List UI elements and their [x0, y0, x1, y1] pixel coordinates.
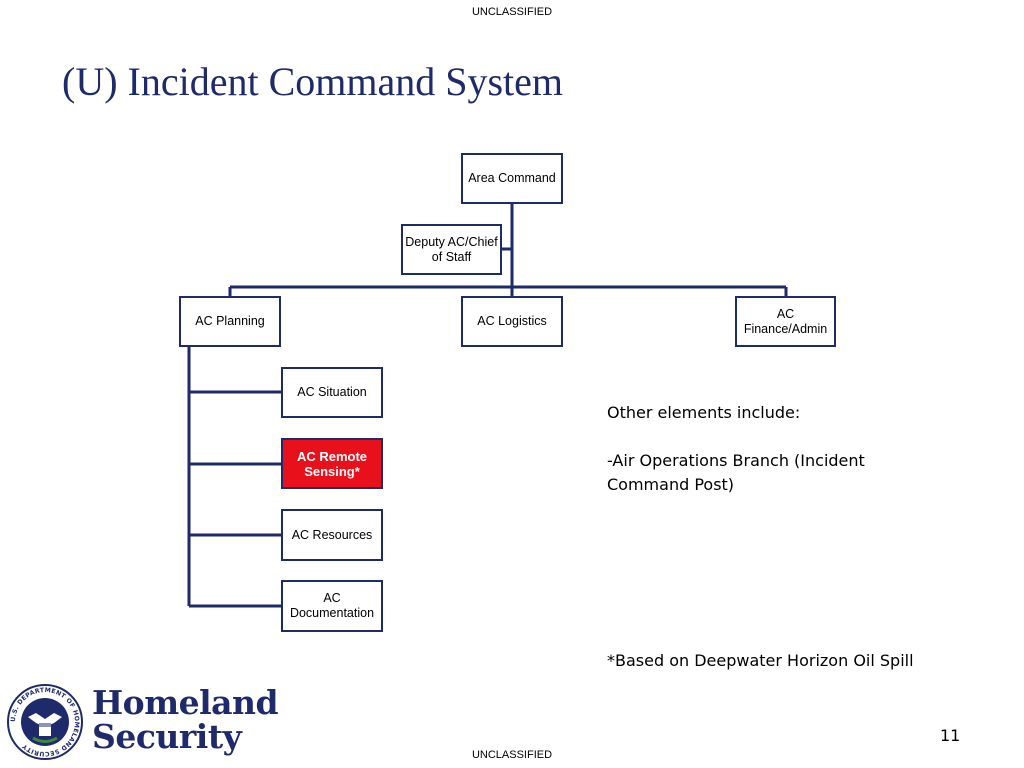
classification-top: UNCLASSIFIED	[471, 6, 553, 18]
ac-planning-box: AC Planning	[179, 296, 281, 347]
ac-resources-box: AC Resources	[281, 509, 383, 561]
notes-heading: Other elements include:	[607, 403, 801, 422]
wordmark-line-1: Homeland	[92, 683, 279, 722]
notes-item: -Air Operations Branch (Incident Command…	[607, 451, 865, 494]
area-command-box: Area Command	[461, 153, 563, 204]
slide-title: (U) Incident Command System	[62, 59, 564, 104]
classification-bottom: UNCLASSIFIED	[471, 749, 553, 761]
page-number: 11	[940, 726, 961, 745]
wordmark-line-2: Security	[92, 717, 242, 756]
footnote: *Based on Deepwater Horizon Oil Spill	[607, 651, 914, 670]
ac-finance-admin-box: AC Finance/Admin	[735, 296, 836, 347]
deputy-chief-of-staff-box: Deputy AC/Chief of Staff	[401, 224, 502, 275]
dhs-seal-icon: U.S. DEPARTMENT OF HOMELAND SECURITY	[7, 684, 83, 760]
ac-logistics-box: AC Logistics	[461, 296, 563, 347]
ac-situation-box: AC Situation	[281, 367, 383, 418]
ac-documentation-box: AC Documentation	[281, 580, 383, 632]
ac-remote-sensing-box: AC Remote Sensing*	[281, 438, 383, 489]
homeland-security-wordmark: Homeland Security	[92, 683, 279, 756]
